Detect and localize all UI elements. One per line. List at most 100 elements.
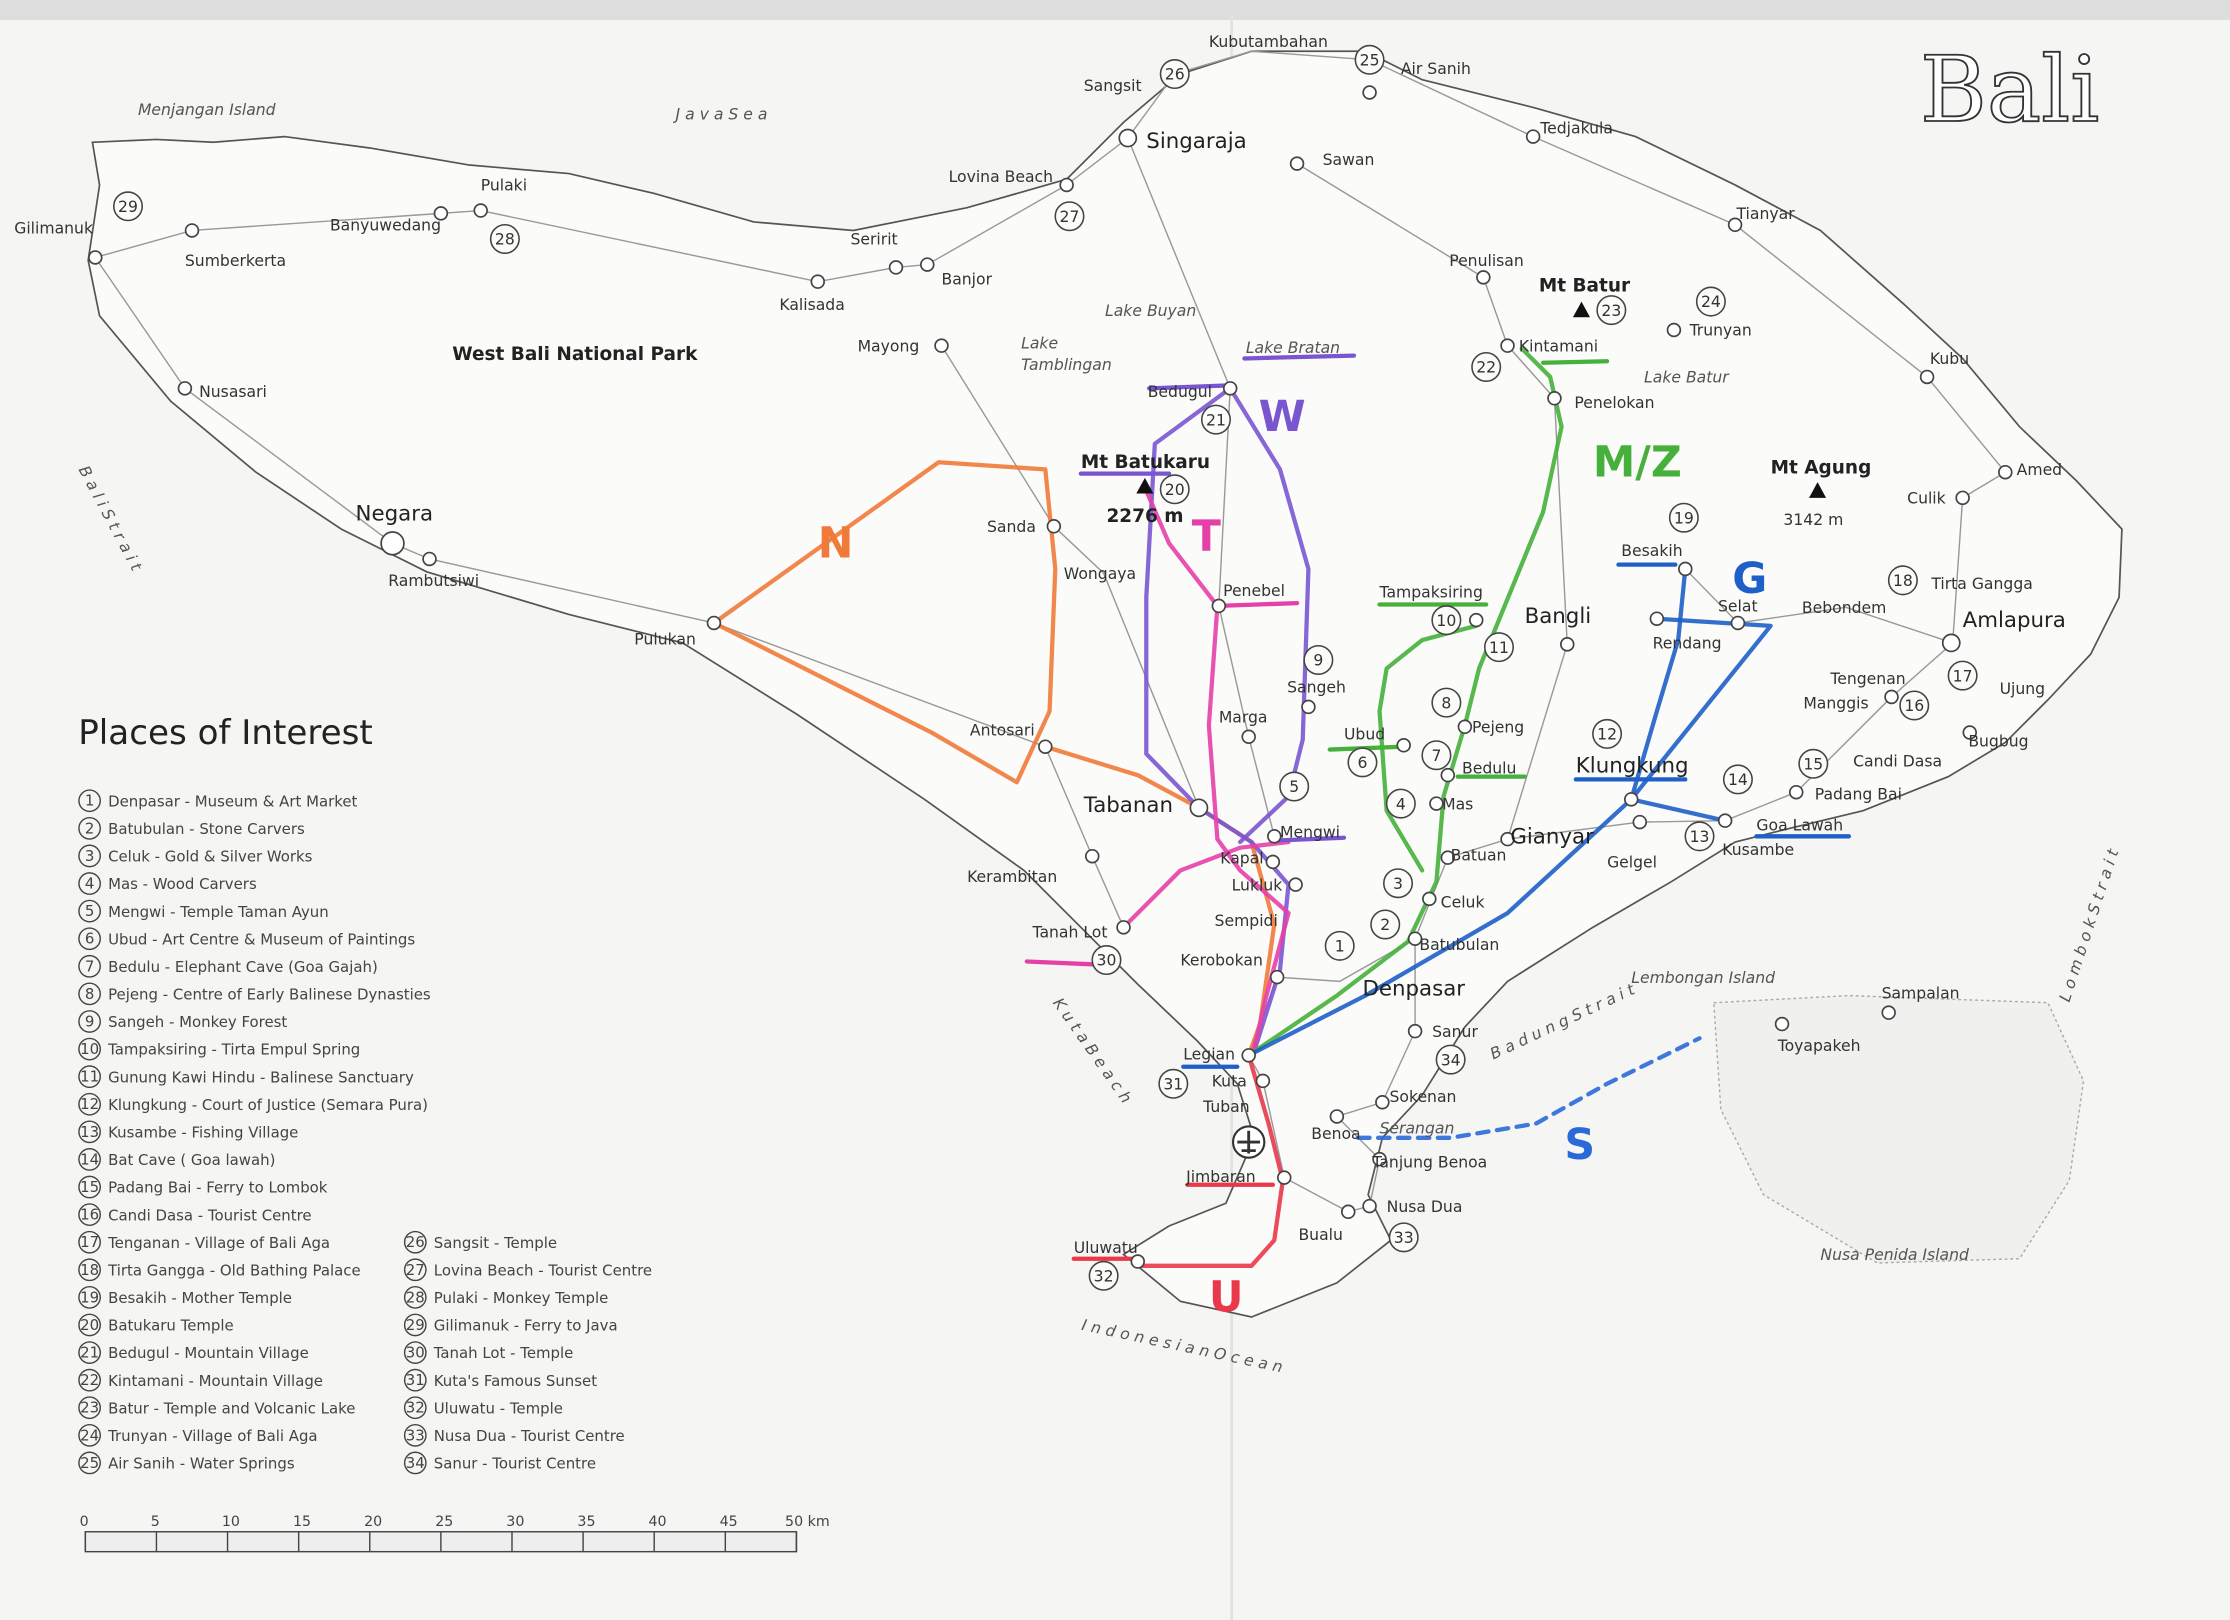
- place-label-bebondem-46: Bebondem: [1802, 598, 1886, 617]
- water-label-b-a-d-u-n-g-s-t-r-a-i-t: B a d u n g S t r a i t: [1487, 979, 1638, 1063]
- svg-text:Gunung Kawi Hindu - Balinese S: Gunung Kawi Hindu - Balinese Sanctuary: [108, 1068, 414, 1086]
- scale-tick-label: 0: [80, 1514, 89, 1530]
- svg-text:6: 6: [85, 930, 94, 948]
- place-label-sumberkerta-12: Sumberkerta: [185, 251, 286, 270]
- place-label-gianyar-67: Gianyar: [1510, 824, 1594, 849]
- place-label-2276-m-33: 2276 m: [1106, 506, 1183, 527]
- svg-text:34: 34: [1441, 1050, 1461, 1069]
- svg-text:20: 20: [80, 1316, 99, 1334]
- place-label-pejeng-56: Pejeng: [1472, 717, 1524, 736]
- svg-text:Gilimanuk - Ferry to Java: Gilimanuk - Ferry to Java: [434, 1317, 618, 1335]
- town-dot: [1118, 128, 1138, 148]
- place-label-amed-37: Amed: [2017, 460, 2062, 479]
- town-dot: [1649, 611, 1665, 626]
- svg-text:26: 26: [406, 1233, 425, 1251]
- town-dot: [920, 257, 935, 272]
- town-dot: [88, 250, 103, 265]
- place-label-goa-lawah-70: Goa Lawah: [1756, 816, 1843, 835]
- svg-text:Besakih - Mother Temple: Besakih - Mother Temple: [108, 1289, 292, 1307]
- place-label-sawan-4: Sawan: [1323, 150, 1375, 169]
- place-label-candi-dasa-63: Candi Dasa: [1853, 752, 1942, 771]
- place-label-penebel-44: Penebel: [1223, 581, 1285, 600]
- poi-marker-34: 34: [1435, 1044, 1466, 1075]
- svg-text:8: 8: [1441, 693, 1451, 712]
- svg-text:Mas - Wood Carvers: Mas - Wood Carvers: [108, 875, 257, 893]
- poi-marker-33: 33: [1388, 1222, 1419, 1253]
- airport-icon: [1231, 1125, 1266, 1159]
- poi-marker-24: 24: [1695, 286, 1726, 317]
- scale-tick-label: 40: [649, 1514, 667, 1530]
- svg-text:Kuta's Famous Sunset: Kuta's Famous Sunset: [434, 1372, 597, 1390]
- place-label-3142-m-35: 3142 m: [1783, 510, 1843, 529]
- place-label-amlapura-47: Amlapura: [1963, 608, 2066, 633]
- place-label-kerambitan-74: Kerambitan: [967, 867, 1057, 886]
- town-dot: [380, 531, 405, 556]
- place-label-ujung-55: Ujung: [2000, 679, 2046, 698]
- place-label-sokenan-89: Sokenan: [1389, 1087, 1456, 1106]
- place-label-serangan-91: Serangan: [1380, 1119, 1455, 1138]
- mountain-peak-icon: [1136, 477, 1154, 494]
- poi-marker-1: 1: [1324, 930, 1355, 961]
- svg-text:14: 14: [80, 1150, 99, 1168]
- place-label-lake-bratan-24: Lake Bratan: [1246, 338, 1340, 357]
- place-label-nusasari-29: Nusasari: [199, 382, 267, 401]
- poi-marker-26: 26: [1159, 59, 1190, 90]
- svg-text:Padang Bai - Ferry to Lombok: Padang Bai - Ferry to Lombok: [108, 1179, 328, 1197]
- town-dot: [1941, 633, 1961, 653]
- svg-text:Bedugul - Mountain Village: Bedugul - Mountain Village: [108, 1344, 309, 1362]
- place-label-nusa-penida-island-96: Nusa Penida Island: [1820, 1245, 1969, 1264]
- place-label-jimbaran-93: Jimbaran: [1185, 1167, 1256, 1186]
- route-label-m-z: M/Z: [1593, 437, 1682, 487]
- place-label-bualu-95: Bualu: [1298, 1225, 1342, 1244]
- route-label-s: S: [1564, 1120, 1595, 1170]
- town-dot: [1962, 725, 1977, 740]
- town-dot: [1255, 1073, 1271, 1089]
- place-label-lake-buyan-20: Lake Buyan: [1105, 301, 1196, 320]
- poi-marker-11: 11: [1483, 632, 1514, 663]
- svg-text:Nusa Dua - Tourist Centre: Nusa Dua - Tourist Centre: [434, 1427, 625, 1445]
- nusa-penida-coastline: [1712, 994, 2085, 1264]
- route-n-orange: [711, 460, 1058, 785]
- svg-text:14: 14: [1728, 770, 1748, 789]
- town-dot: [1525, 129, 1541, 144]
- place-label-negara-38: Negara: [356, 502, 434, 527]
- place-label-rambutsiwi-39: Rambutsiwi: [388, 571, 479, 590]
- town-dot: [1265, 854, 1281, 870]
- water-label-l-o-m-b-o-k-s-t-r-a-i-t: L o m b o k S t r a i t: [2055, 846, 2123, 1004]
- town-dot: [1059, 177, 1074, 193]
- scale-tick-label: 5: [151, 1514, 160, 1530]
- town-dot: [1269, 969, 1285, 985]
- poi-marker-15: 15: [1798, 748, 1829, 779]
- place-label-kuta-87: Kuta: [1212, 1072, 1247, 1091]
- town-dot: [1774, 1016, 1790, 1032]
- place-label-singaraja-3: Singaraja: [1146, 129, 1246, 154]
- town-dot: [1560, 637, 1575, 652]
- place-label-kerobokan-80: Kerobokan: [1180, 951, 1262, 970]
- town-dot: [1375, 1095, 1390, 1110]
- route-u-red: [1135, 1053, 1285, 1268]
- poi-marker-32: 32: [1088, 1260, 1119, 1291]
- place-label-pulaki-7: Pulaki: [481, 176, 527, 195]
- town-dot: [1301, 699, 1316, 715]
- poi-marker-14: 14: [1722, 764, 1753, 795]
- poi-marker-3: 3: [1383, 868, 1414, 899]
